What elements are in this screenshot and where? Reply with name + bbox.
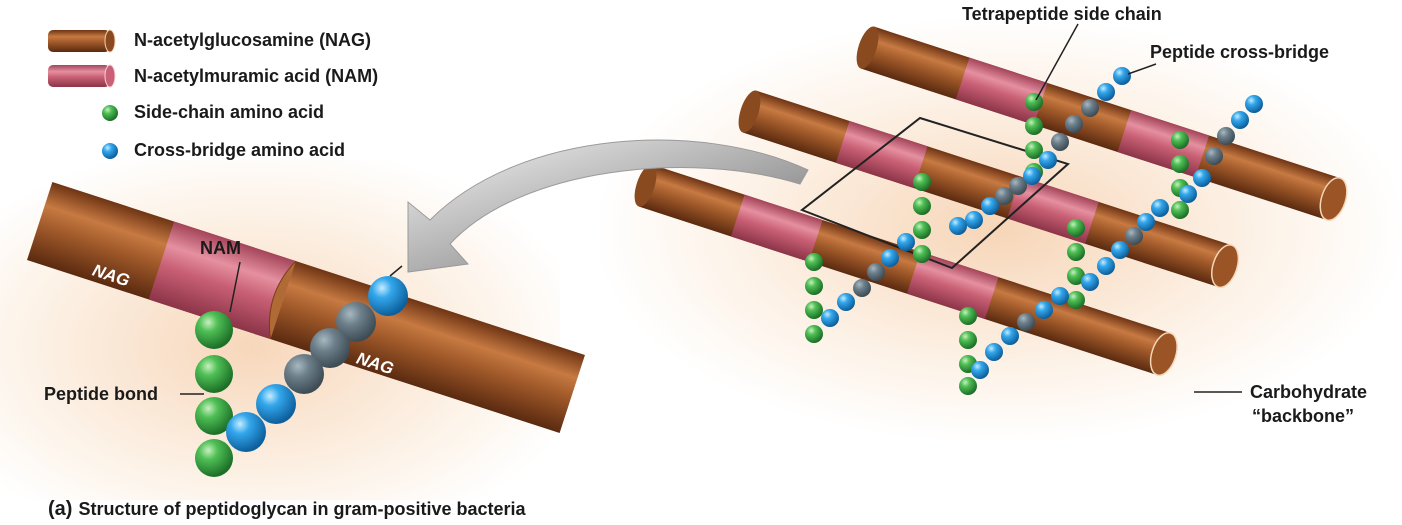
nam-label: NAM	[200, 238, 241, 258]
zoom-region-box	[799, 116, 1070, 270]
zoom-arrow	[407, 139, 809, 273]
legend-side-chain-label: Side-chain amino acid	[134, 102, 325, 122]
peptide-bond-label: Peptide bond	[44, 384, 158, 404]
nam-leader	[229, 261, 241, 313]
carbohydrate-label-line1: Carbohydrate	[1250, 382, 1368, 402]
cross-bridge-group	[821, 67, 1263, 379]
legend-nag-label: N-acetylglucosamine (NAG)	[134, 30, 372, 50]
cross-bridge-label: Peptide cross-bridge	[1150, 42, 1330, 62]
zoomed-backbone	[27, 181, 585, 433]
cross-bridge-leader	[1127, 63, 1157, 75]
tetrapeptide-label: Tetrapeptide side chain	[962, 4, 1162, 24]
carbohydrate-label-line2: “backbone”	[1252, 406, 1355, 426]
legend-nam-label: N-acetylmuramic acid (NAM)	[134, 66, 379, 86]
figure-caption: (a)Structure of peptidoglycan in gram-po…	[48, 498, 526, 521]
tetrapeptide-leader	[1035, 23, 1079, 101]
zoomed-side-chain	[195, 311, 233, 477]
legend-nag-icon	[48, 29, 116, 53]
zoomed-cross-bridge	[226, 276, 408, 452]
legend-side-chain-icon	[102, 105, 118, 121]
legend-cross-bridge-icon	[102, 143, 118, 159]
caption-tag: (a)	[48, 498, 73, 520]
legend-nam-icon	[48, 64, 116, 88]
cross-bridge-tip	[389, 265, 403, 277]
caption-text: Structure of peptidoglycan in gram-posit…	[78, 499, 526, 519]
backbone-tube-front	[634, 164, 1178, 377]
legend-cross-bridge-label: Cross-bridge amino acid	[134, 140, 346, 160]
